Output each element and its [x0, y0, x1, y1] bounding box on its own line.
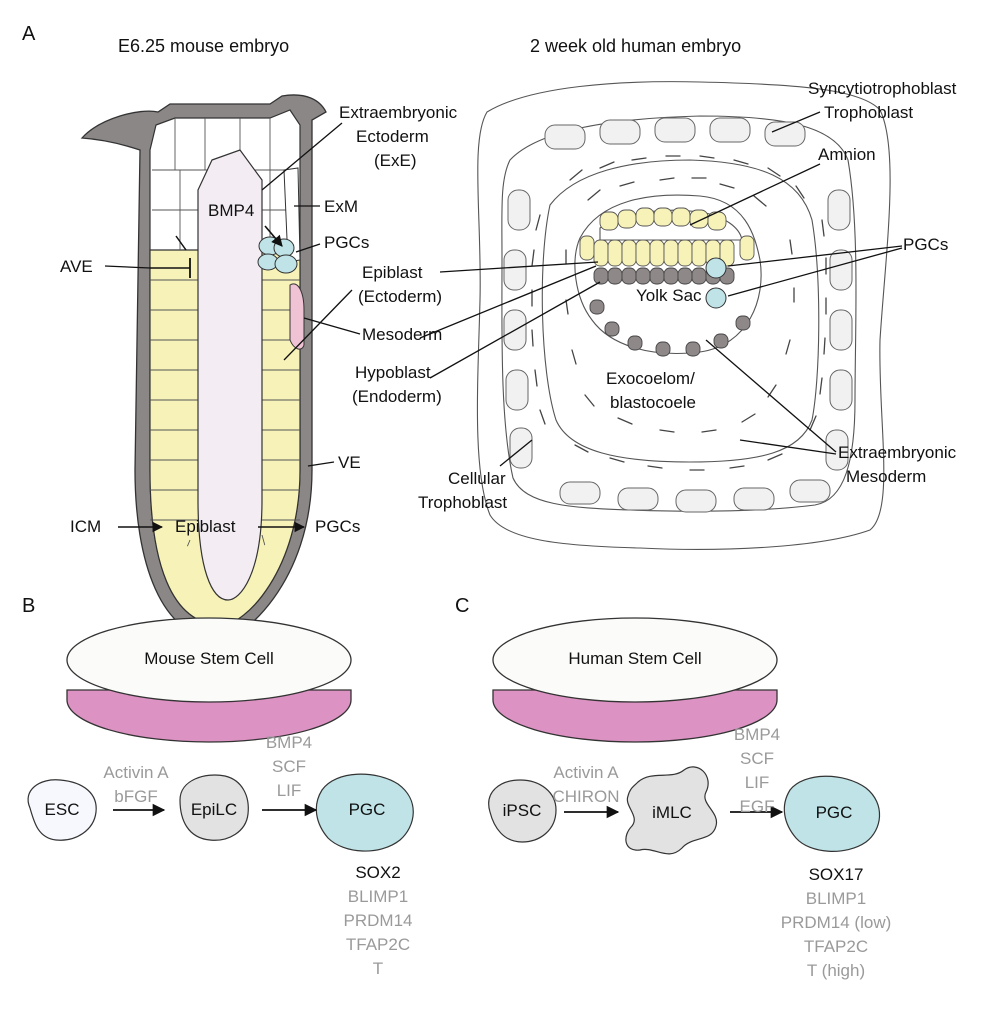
label-epiblast-line1: Epiblast — [362, 263, 423, 282]
human-culture-dish — [492, 617, 778, 743]
factor-scf-human: SCF — [740, 749, 774, 768]
cell-ipsc: iPSC — [503, 801, 542, 820]
label-mesoderm: Mesoderm — [362, 325, 442, 344]
mouse-dish-label: Mouse Stem Cell — [144, 649, 273, 668]
lineage-icm: ICM — [70, 517, 101, 536]
mouse-lineage: ICM Epiblast PGCs — [70, 517, 360, 536]
panel-label-b: B — [22, 595, 35, 617]
marker-prdm14-human: PRDM14 (low) — [781, 913, 892, 932]
human-hypoblast-cells — [589, 267, 751, 357]
panel-label-c: C — [455, 595, 469, 617]
mouse-embryo-diagram — [80, 94, 327, 641]
extraembryonic-mesoderm-cells — [531, 155, 827, 471]
label-bmp4: BMP4 — [208, 201, 254, 220]
label-pgcs-mouse: PGCs — [324, 233, 369, 252]
label-exe-line3: (ExE) — [374, 151, 417, 170]
factor-chiron: CHIRON — [552, 787, 619, 806]
mouse-culture-dish — [66, 617, 352, 743]
human-epiblast-cells — [579, 207, 755, 267]
lineage-epiblast: Epiblast — [175, 517, 236, 536]
label-exocoelom-line2: blastocoele — [610, 393, 696, 412]
trophoblast-cells — [503, 117, 853, 513]
label-exe-line2: Ectoderm — [356, 127, 429, 146]
label-yolk-sac: Yolk Sac — [636, 286, 702, 305]
cell-imlc: iMLC — [652, 803, 692, 822]
label-hypoblast-line1: Hypoblast — [355, 363, 431, 382]
cell-pgc-mouse: PGC — [349, 800, 386, 819]
human-embryo-title: 2 week old human embryo — [530, 36, 741, 56]
cell-epilc: EpiLC — [191, 800, 237, 819]
factor-bfgf: bFGF — [114, 787, 157, 806]
marker-t-mouse: T — [373, 959, 383, 978]
mouse-cells — [27, 773, 414, 852]
human-step1-factors: Activin A CHIRON — [552, 763, 619, 806]
marker-tfap2c-mouse: TFAP2C — [346, 935, 410, 954]
label-ave: AVE — [60, 257, 93, 276]
panel-label-a: A — [22, 23, 36, 45]
label-exm-human-line2: Mesoderm — [846, 467, 926, 486]
label-cellular-line2: Trophoblast — [418, 493, 507, 512]
factor-bmp4-mouse: BMP4 — [266, 733, 312, 752]
label-exocoelom-line1: Exocoelom/ — [606, 369, 695, 388]
marker-blimp1-mouse: BLIMP1 — [348, 887, 408, 906]
label-ve: VE — [338, 453, 361, 472]
human-dish-label: Human Stem Cell — [568, 649, 701, 668]
mouse-markers: SOX2 BLIMP1 PRDM14 TFAP2C T — [344, 863, 413, 978]
marker-blimp1-human: BLIMP1 — [806, 889, 866, 908]
human-markers: SOX17 BLIMP1 PRDM14 (low) TFAP2C T (high… — [781, 865, 892, 980]
lineage-pgcs: PGCs — [315, 517, 360, 536]
factor-activin-a-mouse: Activin A — [103, 763, 169, 782]
label-cellular-line1: Cellular — [448, 469, 506, 488]
label-epiblast-line2: (Ectoderm) — [358, 287, 442, 306]
mouse-step2-factors: BMP4 SCF LIF — [266, 733, 312, 800]
factor-egf: EGF — [740, 797, 775, 816]
human-step2-factors: BMP4 SCF LIF EGF — [734, 725, 780, 816]
factor-lif-human: LIF — [745, 773, 770, 792]
label-trophoblast: Trophoblast — [824, 103, 913, 122]
factor-scf-mouse: SCF — [272, 757, 306, 776]
marker-sox17: SOX17 — [809, 865, 864, 884]
marker-sox2: SOX2 — [355, 863, 400, 882]
label-exm: ExM — [324, 197, 358, 216]
label-hypoblast-line2: (Endoderm) — [352, 387, 442, 406]
label-pgcs-human: PGCs — [903, 235, 948, 254]
factor-activin-a-human: Activin A — [553, 763, 619, 782]
human-cells — [488, 766, 881, 855]
factor-bmp4-human: BMP4 — [734, 725, 780, 744]
marker-t-human: T (high) — [807, 961, 865, 980]
label-exe-line1: Extraembryonic — [339, 103, 458, 122]
factor-lif-mouse: LIF — [277, 781, 302, 800]
human-labels: Syncytiotrophoblast Trophoblast Amnion P… — [418, 79, 957, 512]
label-exm-human-line1: Extraembryonic — [838, 443, 957, 462]
marker-tfap2c-human: TFAP2C — [804, 937, 868, 956]
cell-esc: ESC — [45, 800, 80, 819]
mouse-step1-factors: Activin A bFGF — [103, 763, 169, 806]
label-amnion: Amnion — [818, 145, 876, 164]
mouse-embryo-title: E6.25 mouse embryo — [118, 36, 289, 56]
label-syncytiotrophoblast: Syncytiotrophoblast — [808, 79, 957, 98]
cell-pgc-human: PGC — [816, 803, 853, 822]
human-pgc-cells — [705, 257, 727, 309]
mouse-labels: Extraembryonic Ectoderm (ExE) BMP4 ExM P… — [60, 103, 458, 472]
marker-prdm14-mouse: PRDM14 — [344, 911, 413, 930]
